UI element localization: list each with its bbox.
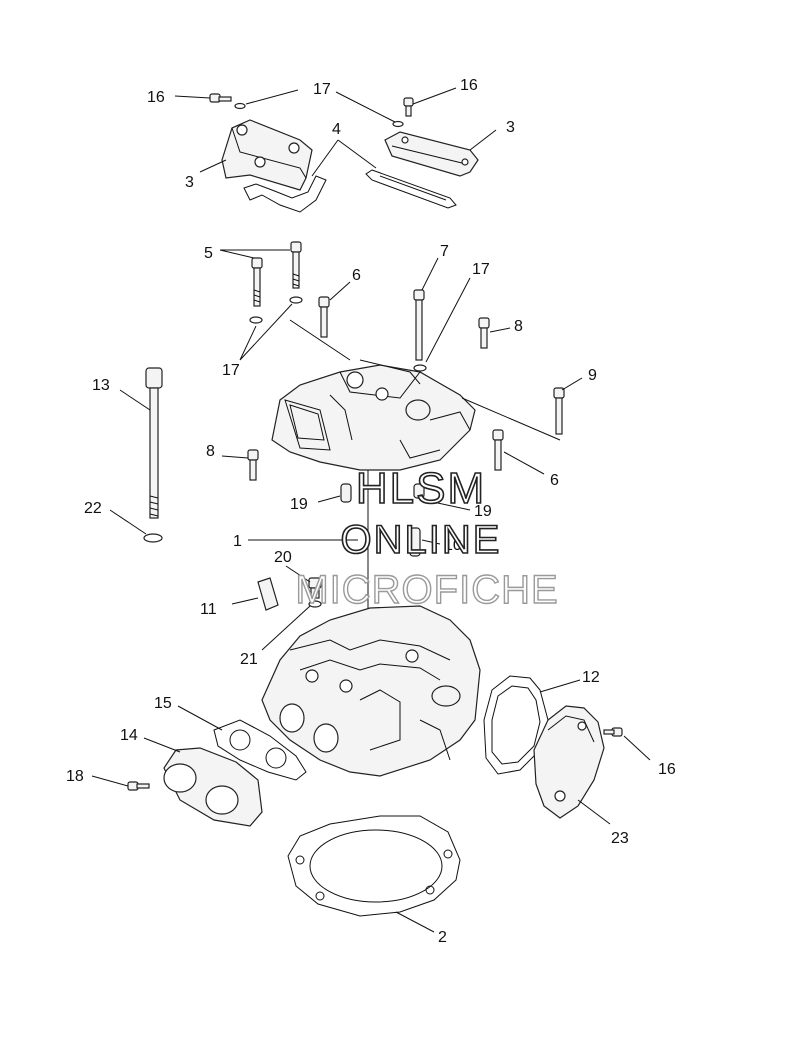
callout-10: 10	[444, 537, 462, 554]
callout-13: 13	[92, 377, 110, 394]
callout-16-top-left: 16	[147, 89, 165, 106]
dowel-19-right	[413, 483, 425, 499]
callout-4: 4	[332, 121, 341, 138]
callout-12: 12	[582, 669, 600, 686]
valve-guide-11	[257, 577, 279, 611]
callout-6-upper: 6	[352, 267, 361, 284]
washer-17-top-right	[392, 120, 404, 128]
dowel-19-left	[340, 483, 352, 503]
watermark-line-1: HLSM	[356, 464, 486, 513]
washer-17-top-left	[234, 102, 246, 110]
valve-cover-left	[221, 119, 313, 191]
callout-9: 9	[588, 367, 597, 384]
plug-20	[308, 577, 322, 599]
washer-17-mid-right	[289, 296, 303, 304]
valve-cover-gasket-left	[243, 175, 327, 213]
callout-17-top: 17	[313, 81, 331, 98]
valve-cover-gasket-right	[365, 169, 457, 209]
screw-16-right	[603, 727, 623, 737]
washer-17-mid-center	[413, 364, 427, 372]
callout-3-left: 3	[185, 174, 194, 191]
watermark-line-3: MICROFICHE	[295, 568, 558, 612]
callout-19-left: 19	[290, 496, 308, 513]
callout-17-mid-right: 17	[472, 261, 490, 278]
callout-8-left: 8	[206, 443, 215, 460]
watermark-line-2: ONLINE	[341, 518, 502, 562]
callout-16-right: 16	[658, 761, 676, 778]
callout-21: 21	[240, 651, 258, 668]
cylinder-head	[261, 605, 481, 777]
callout-15: 15	[154, 695, 172, 712]
bolt-5-right	[290, 241, 302, 289]
valve-cover-right	[384, 131, 479, 177]
washer-22	[143, 533, 163, 543]
camshaft-carrier	[271, 359, 476, 471]
leader-lines	[91, 87, 651, 933]
bolt-6-lower	[492, 429, 504, 471]
washer-17-mid-left	[249, 316, 263, 324]
bolt-9	[553, 387, 565, 435]
callout-19-right: 19	[474, 503, 492, 520]
callout-16-top-right: 16	[460, 77, 478, 94]
head-gasket-2	[287, 815, 461, 917]
screw-16-top-left	[209, 93, 232, 103]
callout-1: 1	[233, 533, 242, 550]
callout-17-mid-left: 17	[222, 362, 240, 379]
callout-6-lower: 6	[550, 472, 559, 489]
valve-guide-10	[409, 527, 421, 557]
callout-18: 18	[66, 768, 84, 785]
callout-2: 2	[438, 929, 447, 946]
callout-23: 23	[611, 830, 629, 847]
bolt-5-left	[251, 257, 263, 307]
bolt-8-right	[478, 317, 490, 349]
callout-3-right: 3	[506, 119, 515, 136]
bolt-7	[413, 289, 425, 361]
callout-5: 5	[204, 245, 213, 262]
callout-labels: 16 17 16 3 3 4 5 6 7 17 8 9 17 13 8 6 19…	[66, 77, 676, 946]
callout-20: 20	[274, 549, 292, 566]
intake-gasket-15	[213, 719, 307, 781]
side-cover-23	[533, 705, 605, 819]
washer-21	[308, 600, 322, 608]
callout-8-right: 8	[514, 318, 523, 335]
callout-7: 7	[440, 243, 449, 260]
callout-14: 14	[120, 727, 138, 744]
callout-11: 11	[200, 601, 217, 618]
intake-manifold-14	[163, 747, 263, 827]
callout-22: 22	[84, 500, 102, 517]
bolt-6-upper	[318, 296, 330, 338]
screw-18	[127, 781, 150, 791]
screw-16-top-right	[403, 97, 414, 117]
bolt-8-left	[247, 449, 259, 481]
watermark: HLSM ONLINE MICROFICHE	[295, 463, 559, 613]
cylinder-stud-13	[145, 367, 163, 519]
